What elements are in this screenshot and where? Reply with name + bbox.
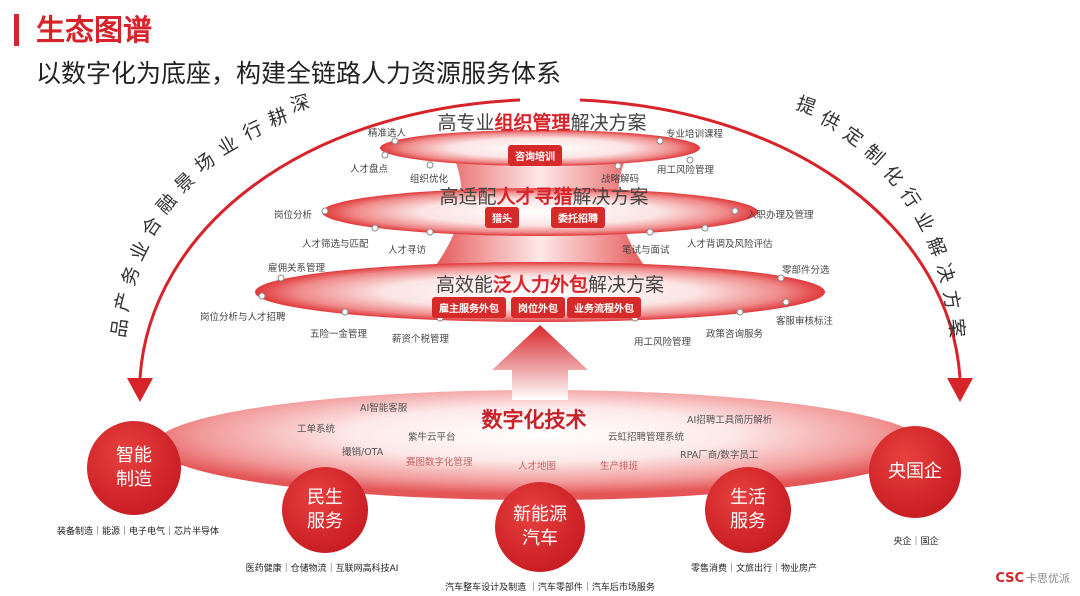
item-talent-review: 人才盘点 <box>350 164 389 175</box>
detail-livelihood-services: 医药健康｜仓储物流｜互联网高科技AI <box>245 564 399 574</box>
item-employment-risk-bottom: 用工风险管理 <box>634 337 692 348</box>
industry-label-line: 服务 <box>730 511 766 532</box>
item-org-optimization: 组织优化 <box>410 174 449 185</box>
pill-position-outsourcing: 岗位外包 <box>511 297 565 318</box>
logo-en: CSC <box>995 571 1024 586</box>
item-parts-sorting: 零部件分选 <box>782 265 830 276</box>
tech-ota: 撮销/OTA <box>342 447 384 458</box>
pill-bpo: 业务流程外包 <box>567 297 641 318</box>
industry-label-line: 生活 <box>730 487 766 508</box>
industry-label-line: 智能 <box>116 445 152 466</box>
arc-char: 案 <box>944 317 968 339</box>
item-talent-screening: 人才筛选与匹配 <box>302 239 369 250</box>
circle-new-energy-vehicle <box>495 482 585 572</box>
page-subtitle: 以数字化为底座，构建全链路人力资源服务体系 <box>36 59 562 88</box>
industry-label-line: 央国企 <box>888 461 942 482</box>
circle-soe <box>869 426 961 518</box>
pill-rpo: 委托招聘 <box>551 207 605 228</box>
industry-life-services: 生活服务 <box>730 486 766 534</box>
item-employment-risk-top: 用工风险管理 <box>657 165 715 176</box>
industry-soe: 央国企 <box>888 460 942 484</box>
item-background-check: 人才背调及风险评估 <box>687 239 773 250</box>
arc-char: 品 <box>107 317 133 339</box>
right-arc <box>579 98 962 379</box>
tech-ai-recruit: AI招聘工具简历解析 <box>687 415 773 426</box>
circle-life-services <box>705 467 791 553</box>
tech-digital-mgmt: 赛图数字化管理 <box>406 457 473 468</box>
industry-label-line: 服务 <box>307 511 343 532</box>
layer-middle-title: 高适配人才寻猎解决方案 <box>439 186 649 208</box>
item-talent-search: 人才寻访 <box>388 245 427 256</box>
item-employment-relations: 雇佣关系管理 <box>268 263 326 274</box>
right-arc-arrowhead <box>947 378 973 402</box>
item-payroll-tax: 薪资个税管理 <box>392 334 450 345</box>
layer-top-title: 高专业组织管理解决方案 <box>437 112 647 134</box>
item-onboarding: 入职办理及管理 <box>747 210 814 221</box>
detail-new-energy-vehicle: 汽车整车设计及制造 ｜汽车零部件｜汽车后市场服务 <box>445 583 655 593</box>
item-strategy-decoding: 战略解码 <box>601 174 640 185</box>
industry-new-energy-vehicle: 新能源汽车 <box>513 503 567 551</box>
item-position-analysis: 岗位分析 <box>274 210 313 221</box>
page-title: 生态图谱 <box>36 13 153 47</box>
digital-tech-title: 数字化技术 <box>481 408 587 432</box>
circle-smart-manufacturing <box>87 421 181 515</box>
industry-label-line: 民生 <box>307 487 343 508</box>
left-arc <box>138 98 521 379</box>
item-cs-annotation: 客服审核标注 <box>776 316 834 327</box>
disc-bottom <box>255 262 825 322</box>
arc-char: 方 <box>938 288 964 312</box>
industry-label-line: 汽车 <box>522 528 558 549</box>
disc-dots <box>258 137 790 322</box>
item-training-courses: 专业培训课程 <box>666 129 724 140</box>
circle-livelihood-services <box>282 467 368 553</box>
tech-yunhong: 云虹招聘管理系统 <box>608 432 685 443</box>
layer-bottom-title: 高效能泛人力外包解决方案 <box>435 274 665 296</box>
detail-soe: 央企｜国企 <box>893 537 939 547</box>
item-exam-interview: 笔试与面试 <box>622 245 670 256</box>
industry-smart-manufacturing: 智能制造 <box>116 444 152 492</box>
pill-consulting-training: 咨询培训 <box>508 145 562 166</box>
industry-circles <box>87 421 961 572</box>
up-arrow <box>492 325 588 400</box>
detail-smart-manufacturing: 装备制造｜能源｜电子电气｜芯片半导体 <box>56 527 220 537</box>
tech-ticket: 工单系统 <box>297 424 336 435</box>
item-social-insurance: 五险一金管理 <box>310 329 368 340</box>
title-accent-bar <box>14 14 19 46</box>
industry-livelihood-services: 民生服务 <box>307 486 343 534</box>
tech-ziniu: 紫牛云平台 <box>408 432 456 443</box>
left-arc-arrowhead <box>127 378 153 402</box>
tech-rpa: RPA厂商/数字员工 <box>680 450 759 461</box>
pill-headhunting: 猎头 <box>485 207 519 228</box>
tech-scheduling: 生产排班 <box>600 461 639 472</box>
pill-employer-outsourcing: 雇主服务外包 <box>432 297 506 318</box>
detail-life-services: 零售消费｜文旅出行｜物业房产 <box>690 564 818 574</box>
industry-label-line: 制造 <box>116 469 152 490</box>
item-precise-selection: 精准选人 <box>368 128 407 139</box>
logo-cn: 卡思优派 <box>1026 572 1070 585</box>
item-policy-consulting: 政策咨询服务 <box>706 329 764 340</box>
industry-label-line: 新能源 <box>513 504 567 525</box>
tech-talent-map: 人才地图 <box>518 461 557 472</box>
item-position-recruitment: 岗位分析与人才招聘 <box>200 312 286 323</box>
tech-ai-cs: AI智能客服 <box>360 403 408 414</box>
disc-middle <box>322 188 758 236</box>
